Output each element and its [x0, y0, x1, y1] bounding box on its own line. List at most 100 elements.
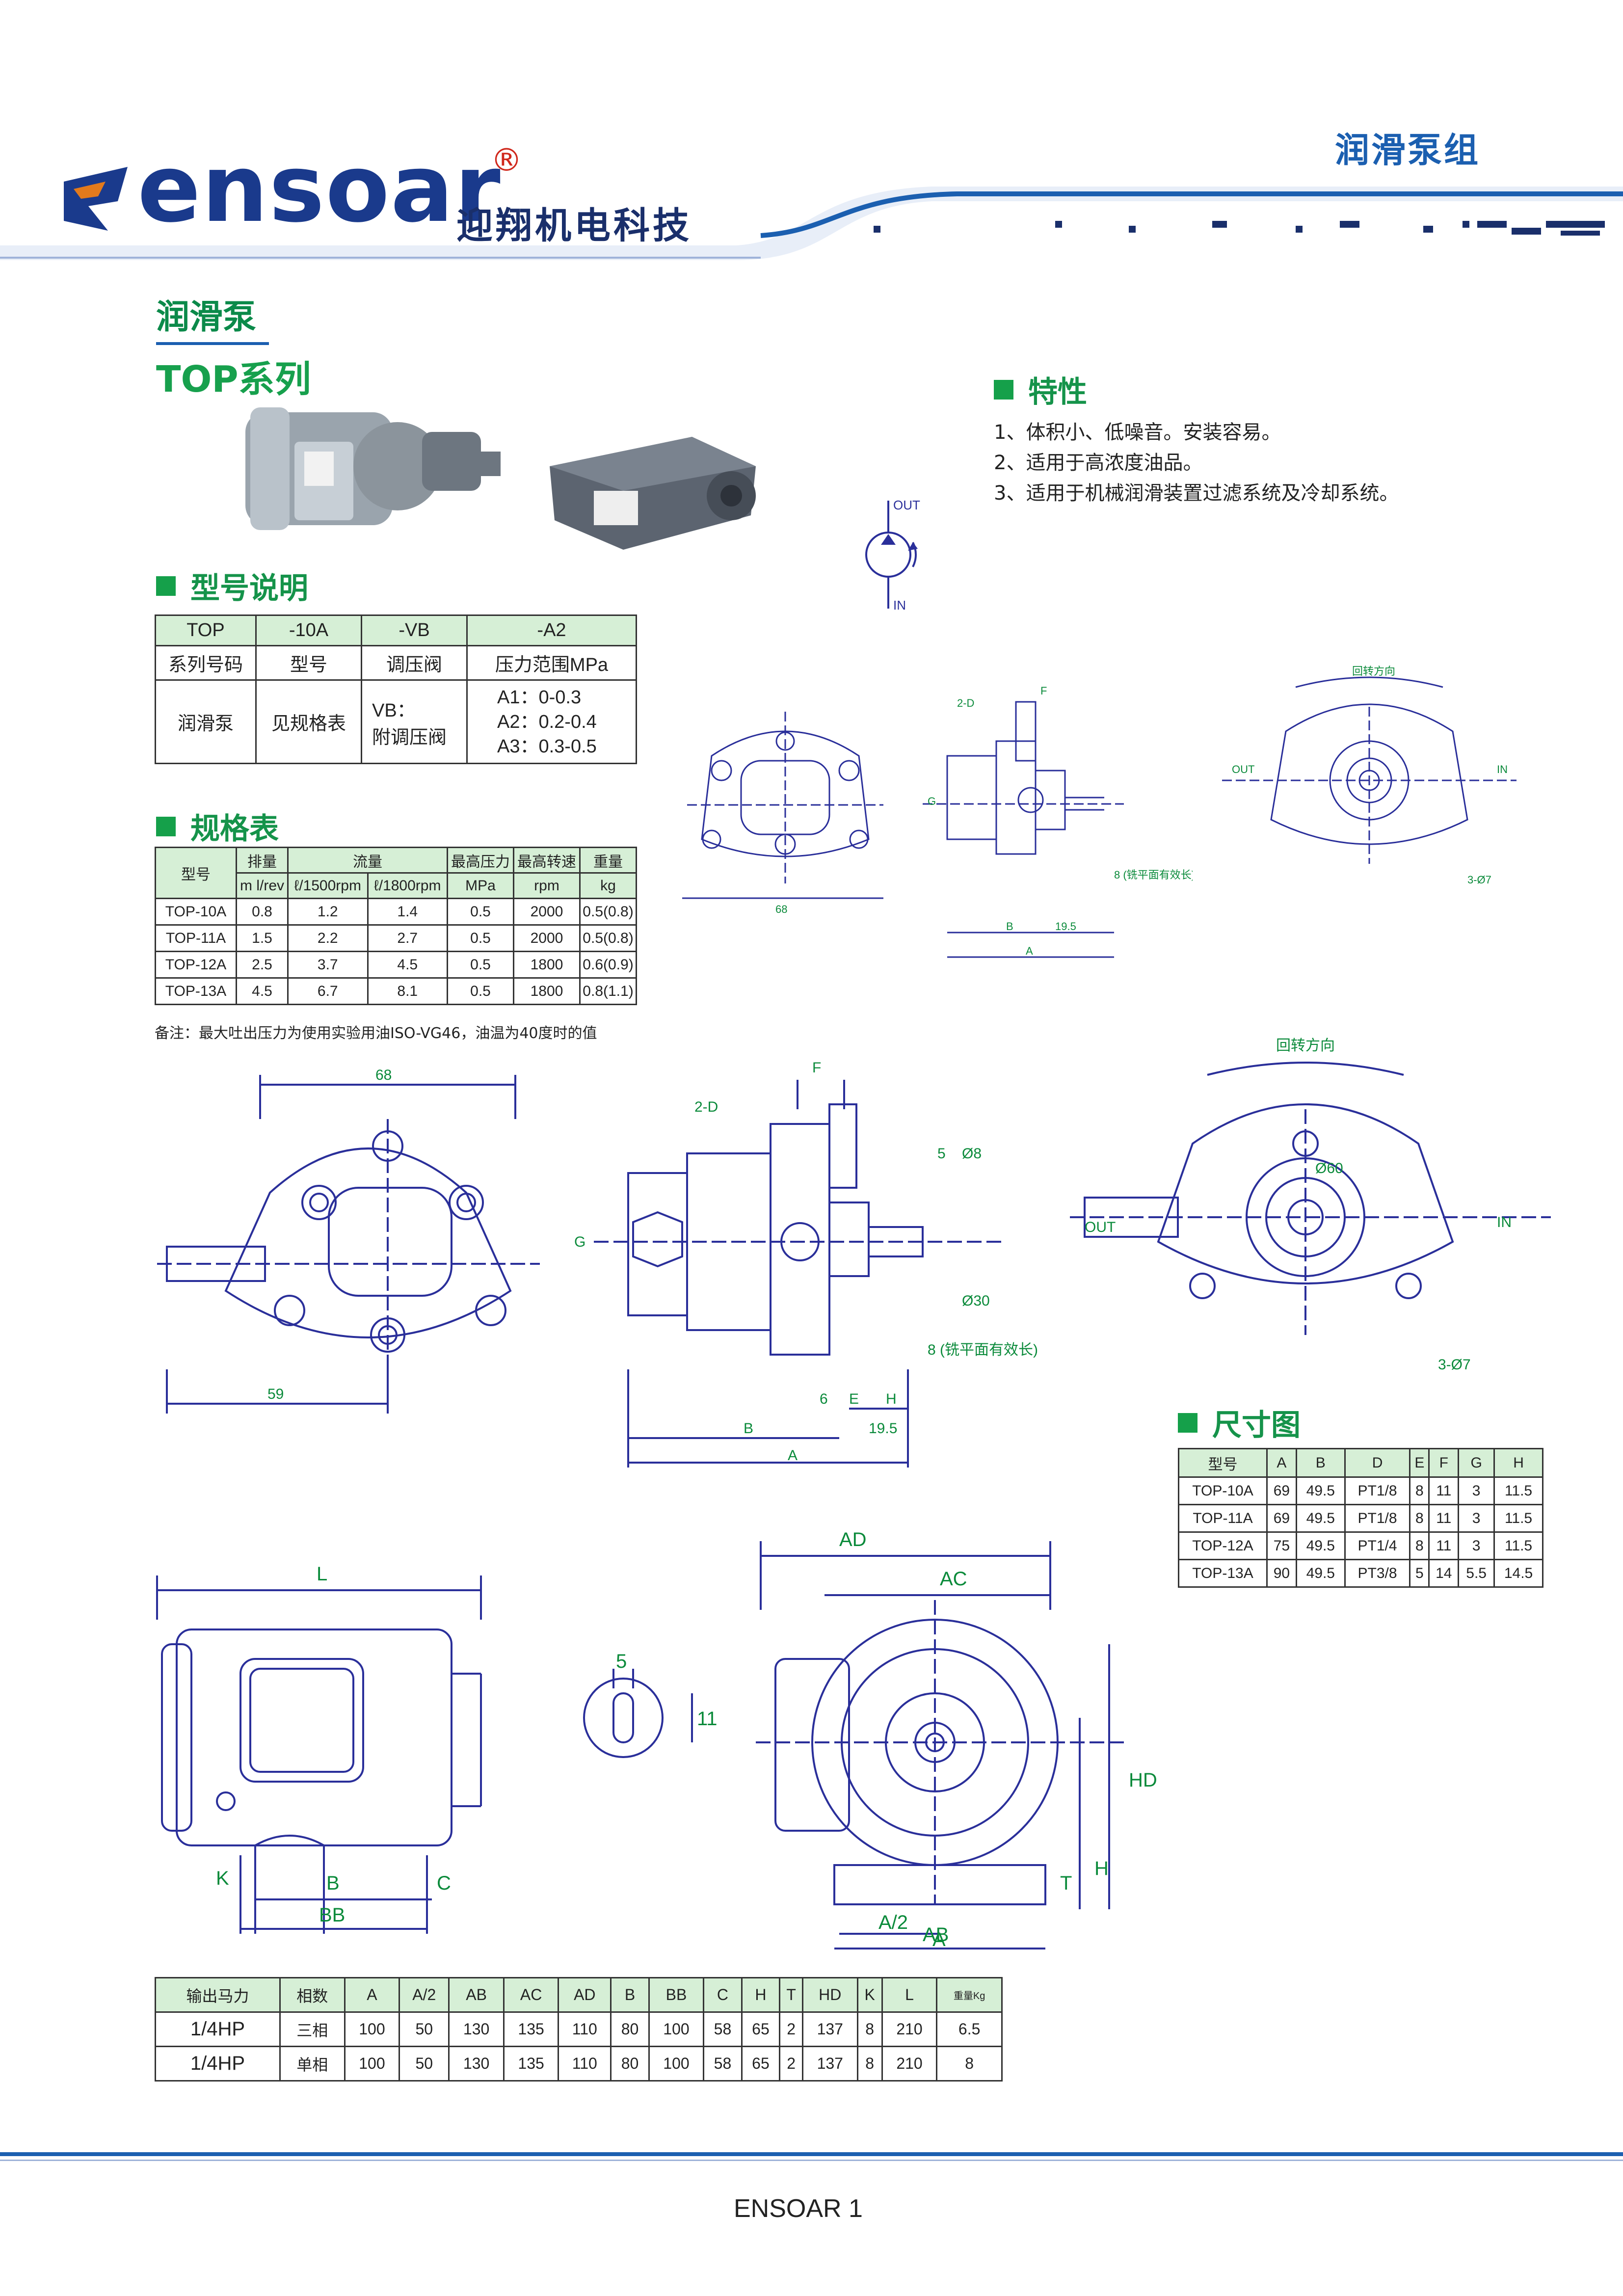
label-2d: 2-D [694, 1099, 718, 1115]
spec-cell: 0.6(0.9) [579, 951, 637, 979]
label-in: IN [1497, 1214, 1512, 1230]
dim-cell: PT1/8 [1344, 1476, 1411, 1505]
dim-cell: 5.5 [1458, 1559, 1495, 1588]
dim-cell: 69 [1266, 1504, 1297, 1533]
motor-cell: 100 [344, 2011, 400, 2047]
spec-header: MPa [447, 872, 514, 899]
model-cell: 压力范围MPa [466, 645, 637, 681]
valve-line: 附调压阀 [372, 727, 447, 748]
small-label-rotation: 回转方向 [1352, 665, 1395, 677]
logo-mark-icon [64, 167, 128, 231]
motor-cell: 65 [741, 2011, 781, 2047]
label-g: G [574, 1234, 585, 1250]
dim-cell: 49.5 [1295, 1476, 1346, 1505]
dim-cell: 11 [1428, 1504, 1460, 1533]
spec-cell: 1.4 [367, 898, 448, 926]
label-b: B [744, 1420, 753, 1437]
product-title-underline [156, 342, 269, 345]
spec-header: ℓ/1800rpm [367, 872, 448, 899]
dim-cell: 3 [1458, 1504, 1495, 1533]
motor-header: B [610, 1977, 650, 2013]
product-series: TOP系列 [156, 358, 311, 400]
table-row: TOP-11A 1.5 2.2 2.7 0.5 2000 0.5(0.8) [155, 924, 637, 952]
pump-photo [550, 437, 756, 550]
small-label-f: F [1040, 685, 1047, 697]
pressure-range: A1：0-0.3 [497, 687, 582, 708]
motor-label-ab: AB [923, 1924, 949, 1946]
motor-cell: 137 [802, 2011, 858, 2047]
label-5: 5 [937, 1146, 946, 1162]
model-explain-heading-text: 型号说明 [190, 571, 308, 606]
spec-cell: 0.5(0.8) [579, 924, 637, 952]
model-cell: -VB [361, 614, 468, 646]
motor-label-k: K [216, 1868, 229, 1889]
spec-header: ℓ/1500rpm [287, 872, 369, 899]
dim-header: B [1295, 1448, 1346, 1478]
spec-cell: 2000 [513, 924, 581, 952]
dim-header: H [1493, 1448, 1543, 1478]
spec-cell: TOP-11A [155, 924, 237, 952]
spec-heading: 规格表 [156, 805, 279, 848]
dim-cell: 3 [1458, 1531, 1495, 1560]
dimension-heading-text: 尺寸图 [1212, 1408, 1301, 1442]
pressure-range: A3：0.3-0.5 [497, 736, 597, 757]
spec-cell: 1800 [513, 977, 581, 1005]
spec-cell: 1.2 [287, 898, 369, 926]
motor-cell: 100 [344, 2046, 400, 2082]
section-bullet-icon [1178, 1413, 1197, 1433]
dim-cell: 90 [1266, 1559, 1297, 1588]
dim-cell: 3 [1458, 1476, 1495, 1505]
valve-line: VB： [372, 700, 416, 721]
motor-header: L [881, 1977, 938, 2013]
dim-cell: PT3/8 [1344, 1559, 1411, 1588]
small-front-view-drawing: 68 [682, 712, 883, 915]
features-heading: 特性 [994, 368, 1087, 411]
dim-header: A [1266, 1448, 1297, 1478]
spec-cell: 0.8(1.1) [579, 977, 637, 1005]
small-side-view-drawing: 2-D F G 8 (铣平面有效长) B A 19.5 [923, 685, 1193, 958]
dimension-heading: 尺寸图 [1178, 1401, 1301, 1444]
motor-cell: 58 [703, 2011, 743, 2047]
spec-cell: 0.5 [447, 898, 514, 926]
spec-header: rpm [513, 872, 581, 899]
motor-cell: 210 [881, 2046, 938, 2082]
motor-cell: 三相 [279, 2011, 346, 2047]
motor-cell: 8 [856, 2011, 883, 2047]
motor-label-c: C [437, 1872, 451, 1894]
pump-symbol: OUT IN [865, 498, 920, 613]
motor-cell: 135 [503, 2046, 559, 2082]
motor-label-l: L [317, 1563, 327, 1585]
motor-front-drawing: AD AC HD H T A/2 A [756, 1529, 1157, 1950]
header-swoosh [0, 187, 1623, 260]
dimension-table: 型号 A B D E F G H TOP-10A 69 49.5 PT1/8 8… [1178, 1448, 1543, 1588]
model-cell: VB： 附调压阀 [361, 679, 468, 764]
model-cell: 见规格表 [255, 679, 362, 764]
section-bullet-icon [156, 576, 176, 596]
spec-cell: 1.5 [236, 924, 289, 952]
category-title: 润滑泵组 [1335, 130, 1480, 170]
dim-cell: 14.5 [1493, 1559, 1543, 1588]
table-row: TOP-11A 69 49.5 PT1/8 8 11 3 11.5 [1178, 1504, 1543, 1533]
spec-note: 备注：最大吐出压力为使用实验用油ISO-VG46，油温为40度时的值 [155, 1025, 597, 1042]
section-bullet-icon [994, 379, 1013, 400]
motor-label-ac: AC [940, 1568, 967, 1590]
motor-cell: 100 [648, 2046, 705, 2082]
model-explain-heading: 型号说明 [156, 564, 308, 607]
features-heading-text: 特性 [1028, 375, 1087, 409]
spec-cell: 2.7 [367, 924, 448, 952]
spec-cell: 4.5 [367, 951, 448, 979]
spec-header: 重量 [579, 847, 637, 874]
label-phi30: Ø30 [962, 1293, 990, 1309]
features-list: 1、体积小、低噪音。安装容易。 2、适用于高浓度油品。 3、适用于机械润滑装置过… [994, 417, 1399, 508]
label-19-5: 19.5 [869, 1420, 897, 1437]
motor-header: AD [558, 1977, 612, 2013]
dim-cell: 49.5 [1295, 1559, 1346, 1588]
shaft-key-drawing: 5 11 [583, 1651, 718, 1758]
key-label-11: 11 [697, 1708, 718, 1730]
motor-cell: 210 [881, 2011, 938, 2047]
motor-cell: 2 [779, 2046, 804, 2082]
motor-label-hd: HD [1129, 1769, 1157, 1791]
product-title: 润滑泵 TOP系列 [156, 290, 311, 402]
spec-header: 排量 [236, 847, 289, 874]
dim-header: F [1428, 1448, 1460, 1478]
